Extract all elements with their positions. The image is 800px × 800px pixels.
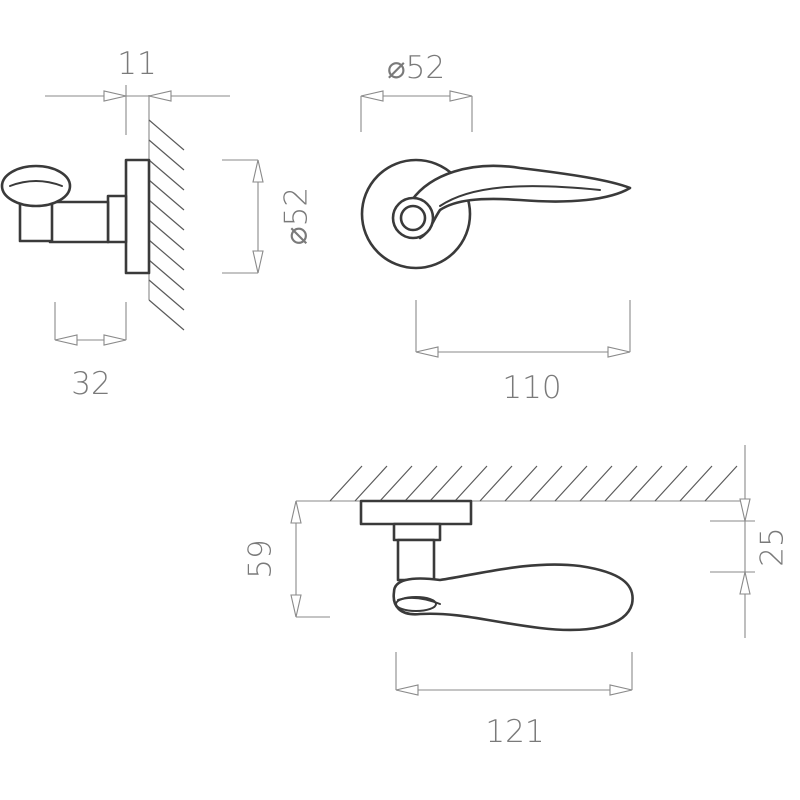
dim-110-label: 110 xyxy=(502,370,561,406)
dim-11: 11 xyxy=(45,46,230,135)
side-view-spindle-collar xyxy=(106,194,128,244)
side-view-wall-hatch xyxy=(148,95,185,331)
side-view-lever-head xyxy=(0,164,72,208)
plan-view-rose xyxy=(359,499,473,526)
plan-view-lever xyxy=(392,563,634,632)
dim-25: 25 xyxy=(710,445,791,638)
front-view-lever xyxy=(410,164,632,240)
dim-52-side: ⌀52 xyxy=(222,159,315,274)
dim-110: 110 xyxy=(415,300,631,406)
dim-52-top-label: ⌀52 xyxy=(387,50,445,86)
dim-52-top: ⌀52 xyxy=(360,50,473,132)
dim-121: 121 xyxy=(395,652,633,750)
dim-59: 59 xyxy=(243,500,330,618)
side-view-rose xyxy=(124,158,151,275)
dim-32: 32 xyxy=(54,302,127,402)
side-view: 11 ⌀52 32 xyxy=(0,46,315,402)
dim-25-label: 25 xyxy=(755,527,791,566)
plan-view-wall-hatch xyxy=(300,465,745,502)
front-view: ⌀52 110 xyxy=(360,50,632,406)
front-view-hub-inner xyxy=(399,204,427,232)
plan-view: 59 25 121 xyxy=(243,445,791,750)
dim-121-label: 121 xyxy=(485,714,544,750)
plan-view-collar xyxy=(392,522,442,542)
plan-view-spindle xyxy=(396,538,436,582)
side-view-spindle xyxy=(48,200,110,244)
dim-32-label: 32 xyxy=(71,366,110,402)
dim-11-label: 11 xyxy=(117,46,156,82)
dim-52-side-label: ⌀52 xyxy=(279,187,315,245)
dim-59-label: 59 xyxy=(243,539,279,578)
